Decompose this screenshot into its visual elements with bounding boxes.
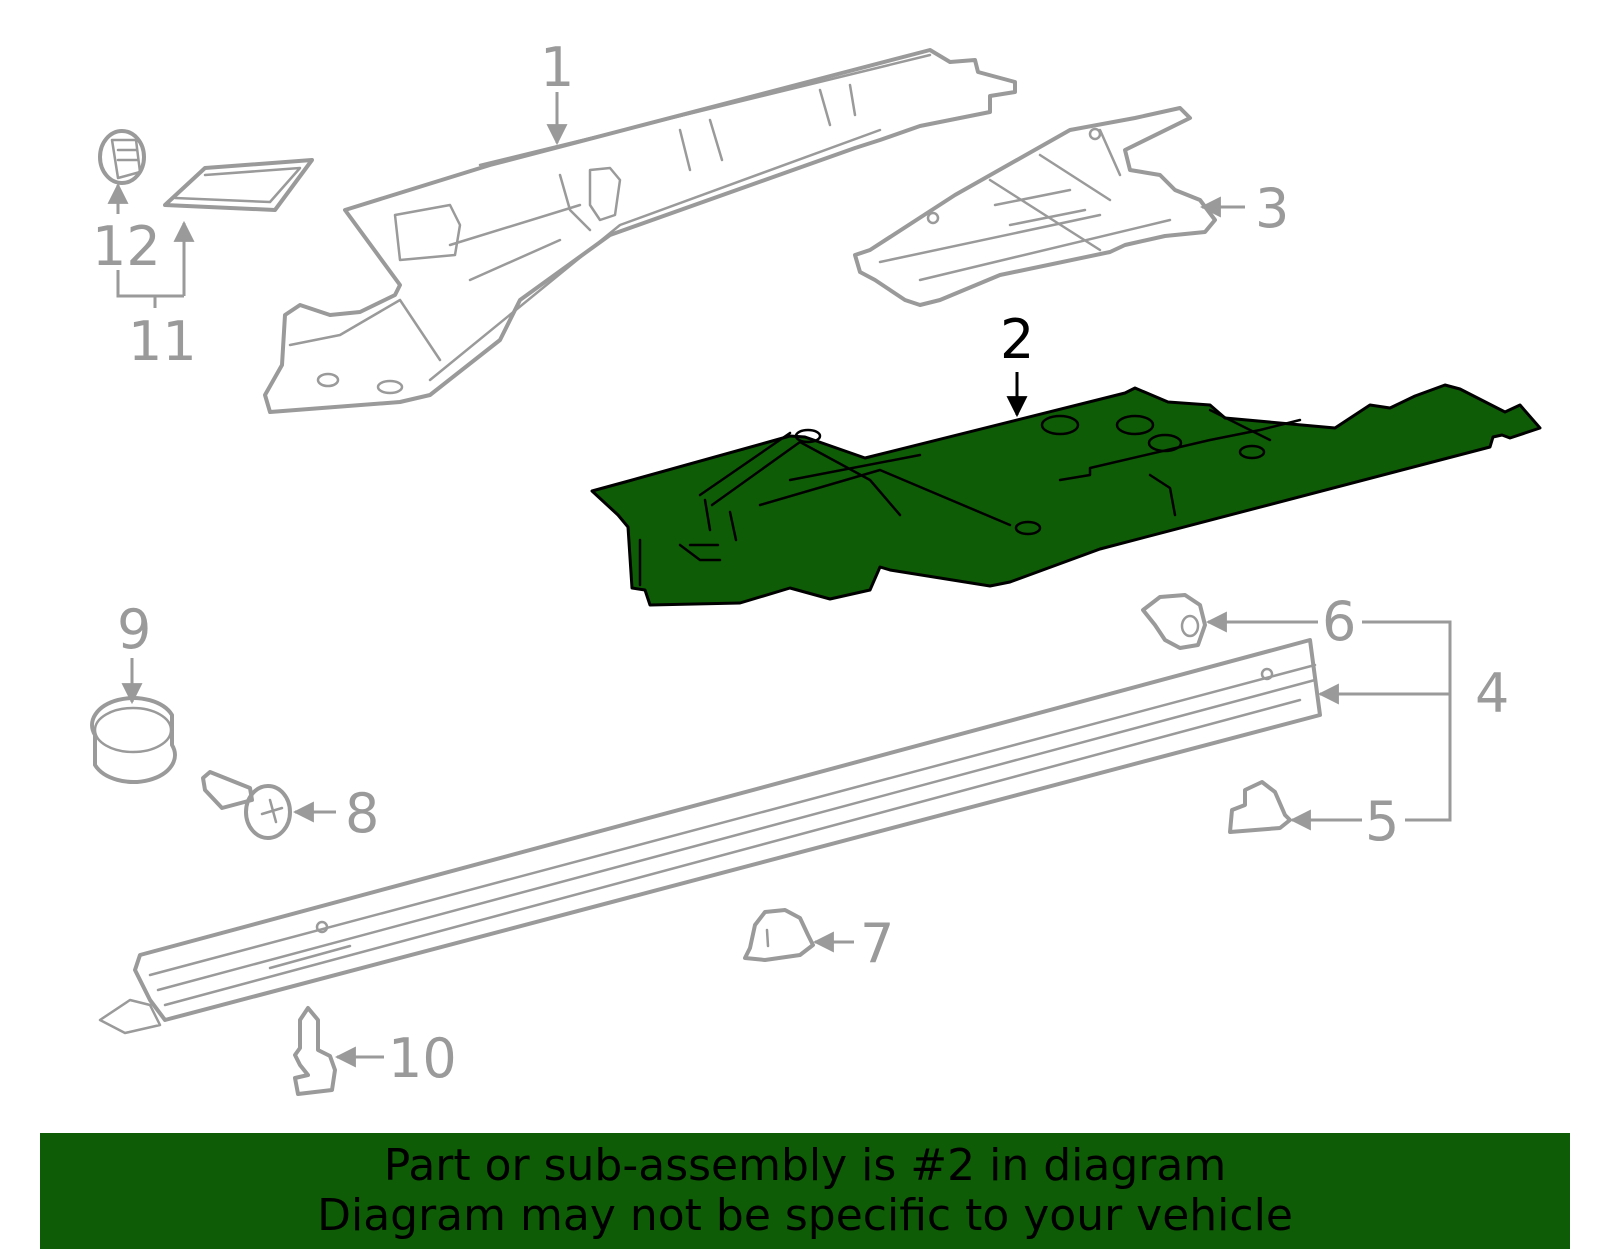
callout-3: 3 [1255, 177, 1289, 240]
banner-line-2: Diagram may not be specific to your vehi… [317, 1190, 1293, 1241]
callout-12: 12 [92, 215, 161, 278]
callout-8: 8 [345, 782, 379, 845]
part-10-clip [293, 1006, 337, 1096]
part-6-clip [1141, 593, 1207, 650]
part-11-seal [163, 158, 314, 212]
callout-1: 1 [540, 36, 574, 99]
part-3-panel [853, 106, 1217, 307]
part-4-rocker [98, 638, 1322, 1035]
callout-10: 10 [388, 1027, 457, 1090]
callout-labels: 1 2 3 4 5 6 7 8 9 10 11 12 [92, 36, 1509, 1090]
part-7-cap [743, 908, 815, 962]
leader-lines [107, 92, 1452, 1068]
part-12-grommet [98, 129, 146, 185]
callout-7: 7 [860, 912, 894, 975]
part-9-plug [90, 696, 177, 784]
callout-9: 9 [117, 598, 151, 661]
callout-5: 5 [1365, 790, 1399, 853]
part-1-rail [263, 48, 1017, 414]
part-8-bolt [201, 770, 292, 840]
notice-banner: Part or sub-assembly is #2 in diagram Di… [40, 1133, 1570, 1249]
part-2-shape [590, 383, 1542, 607]
banner-line-1: Part or sub-assembly is #2 in diagram [383, 1140, 1227, 1191]
part-5-clip [1228, 780, 1292, 834]
callout-2: 2 [1000, 308, 1034, 371]
part-2-floor-pan [590, 383, 1542, 607]
callout-11: 11 [128, 310, 197, 373]
callout-6: 6 [1322, 590, 1356, 653]
callout-4: 4 [1475, 662, 1509, 725]
